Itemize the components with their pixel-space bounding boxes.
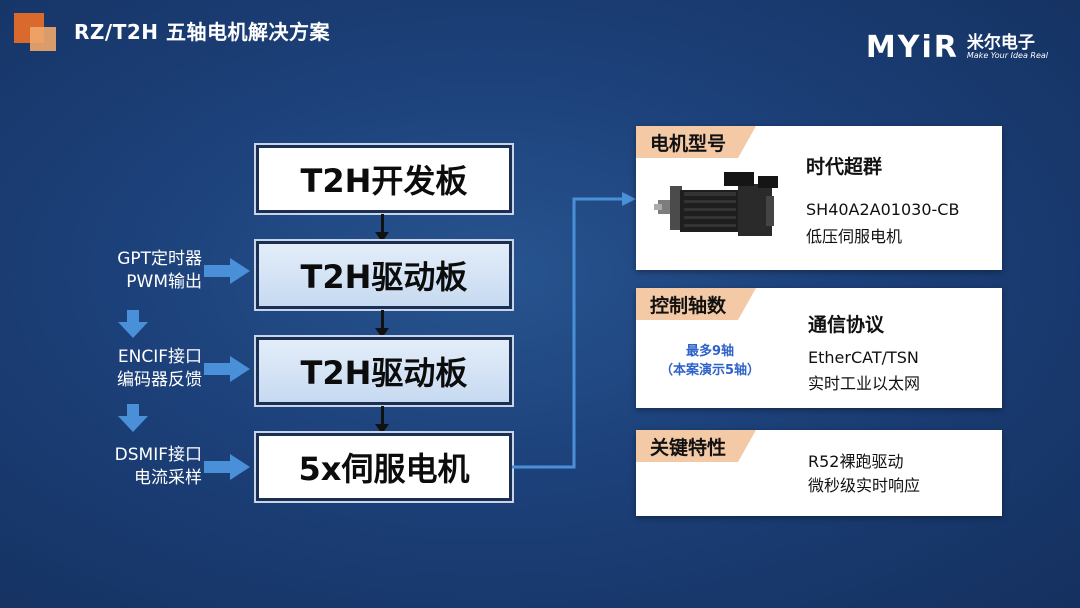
- signal-pwm: GPT定时器 PWM输出: [62, 248, 202, 294]
- card-motor-model: 电机型号 时代超群 SH40A2A01030-CB 低压伺服电机: [636, 126, 1002, 270]
- arrow-right-encoder: [204, 356, 250, 382]
- card-features-tab: 关键特性: [636, 430, 756, 462]
- card-motor-model-number: SH40A2A01030-CB: [806, 200, 960, 219]
- logo-squares: [14, 13, 58, 51]
- brand-logo: MYiR 米尔电子 Make Your Idea Real: [866, 30, 1048, 65]
- card-motor-tab: 电机型号: [636, 126, 756, 158]
- arrow-down-small-1: [118, 310, 148, 338]
- servo-motor-image: [654, 172, 778, 236]
- box-servo-motors: 5x伺服电机: [254, 431, 514, 503]
- card-features: 关键特性 R52裸跑驱动 微秒级实时响应: [636, 430, 1002, 516]
- brand-logo-text: MYiR: [865, 30, 959, 65]
- brand-chinese-name: 米尔电子: [966, 32, 1035, 53]
- page-title: RZ/T2H 五轴电机解决方案: [74, 20, 330, 44]
- axis-note-demo: （本案演示5轴）: [659, 363, 761, 378]
- signal-encoder-line2: 编码器反馈: [117, 370, 202, 390]
- signal-encoder-line1: ENCIF接口: [117, 347, 202, 367]
- card-features-line2: 微秒级实时响应: [808, 476, 921, 495]
- arrow-down-3: [375, 406, 389, 436]
- card-axes: 控制轴数 最多9轴 （本案演示5轴） 通信协议 EtherCAT/TSN 实时工…: [636, 288, 1002, 408]
- axis-note-max: 最多9轴: [685, 344, 735, 359]
- arrow-right-pwm: [204, 258, 250, 284]
- card-features-line1: R52裸跑驱动: [808, 452, 904, 471]
- brand-slogan: Make Your Idea Real: [966, 51, 1048, 61]
- box-driver-board-2: T2H驱动板: [254, 335, 514, 407]
- arrow-down-1: [375, 214, 389, 244]
- card-protocol-line1: EtherCAT/TSN: [808, 348, 919, 367]
- arrow-down-2: [375, 310, 389, 340]
- arrow-right-current: [204, 454, 250, 480]
- box-dev-board: T2H开发板: [254, 143, 514, 215]
- card-motor-type: 低压伺服电机: [806, 227, 903, 246]
- box-driver-board-1: T2H驱动板: [254, 239, 514, 311]
- signal-pwm-line1: GPT定时器: [117, 249, 202, 269]
- signal-encoder: ENCIF接口 编码器反馈: [62, 346, 202, 392]
- signal-current: DSMIF接口 电流采样: [62, 444, 202, 490]
- signal-current-line1: DSMIF接口: [114, 445, 202, 465]
- signal-current-line2: 电流采样: [134, 468, 202, 488]
- card-axes-tab: 控制轴数: [636, 288, 756, 320]
- arrow-down-small-2: [118, 404, 148, 432]
- logo-square-light: [30, 27, 56, 51]
- card-motor-heading: 时代超群: [806, 156, 883, 178]
- card-protocol-heading: 通信协议: [808, 314, 885, 336]
- signal-pwm-line2: PWM输出: [126, 272, 202, 292]
- brand-right: 米尔电子 Make Your Idea Real: [967, 34, 1048, 61]
- card-protocol-line2: 实时工业以太网: [808, 374, 921, 393]
